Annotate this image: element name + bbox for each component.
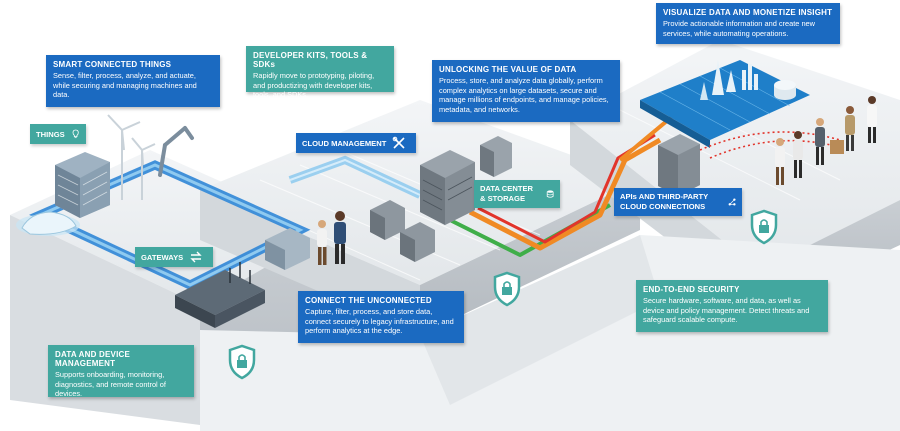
network-icon xyxy=(728,195,736,209)
lightbulb-icon xyxy=(71,127,80,141)
tools-icon xyxy=(392,136,406,150)
tag-apis-third-party: APIs AND THIRD-PARTY CLOUD CONNECTIONS xyxy=(614,188,742,216)
callout-description: Rapidly move to prototyping, piloting, a… xyxy=(253,71,387,100)
lock-shield-icon xyxy=(495,273,519,305)
tag-gateways: GATEWAYS xyxy=(135,247,213,267)
callout-title: DATA AND DEVICE MANAGEMENT xyxy=(55,350,187,368)
callout-visualize-data: VISUALIZE DATA AND MONETIZE INSIGHT Prov… xyxy=(656,3,840,44)
callout-description: Process, store, and analyze data globall… xyxy=(439,76,613,114)
callout-unlocking-value: UNLOCKING THE VALUE OF DATA Process, sto… xyxy=(432,60,620,122)
lock-shield-icon xyxy=(230,346,254,378)
tag-cloud-management: CLOUD MANAGEMENT xyxy=(296,133,416,153)
tag-data-center-storage: DATA CENTER & STORAGE xyxy=(474,180,560,208)
cloud-servers xyxy=(658,134,700,196)
tag-label: CLOUD MANAGEMENT xyxy=(302,139,386,148)
callout-description: Supports onboarding, monitoring, diagnos… xyxy=(55,370,187,399)
callout-smart-connected-things: SMART CONNECTED THINGS Sense, filter, pr… xyxy=(46,55,220,107)
tag-label: APIs AND THIRD-PARTY CLOUD CONNECTIONS xyxy=(620,192,722,212)
callout-title: CONNECT THE UNCONNECTED xyxy=(305,296,457,305)
callout-title: VISUALIZE DATA AND MONETIZE INSIGHT xyxy=(663,8,833,17)
callout-title: DEVELOPER KITS, TOOLS & SDKs xyxy=(253,51,387,69)
callout-title: UNLOCKING THE VALUE OF DATA xyxy=(439,65,613,74)
callout-description: Provide actionable information and creat… xyxy=(663,19,833,38)
callout-connect-unconnected: CONNECT THE UNCONNECTED Capture, filter,… xyxy=(298,291,464,343)
tag-label: THINGS xyxy=(36,130,65,139)
lock-shield-icon xyxy=(752,211,776,243)
database-icon xyxy=(546,187,554,201)
tag-things: THINGS xyxy=(30,124,86,144)
callout-description: Sense, filter, process, analyze, and act… xyxy=(53,71,213,100)
callout-title: END-TO-END SECURITY xyxy=(643,285,821,294)
callout-description: Capture, filter, process, and store data… xyxy=(305,307,457,336)
callout-description: Secure hardware, software, and data, as … xyxy=(643,296,821,325)
callout-data-device-management: DATA AND DEVICE MANAGEMENT Supports onbo… xyxy=(48,345,194,397)
callout-title: SMART CONNECTED THINGS xyxy=(53,60,213,69)
callout-developer-kits: DEVELOPER KITS, TOOLS & SDKs Rapidly mov… xyxy=(246,46,394,92)
tag-label: DATA CENTER & STORAGE xyxy=(480,184,540,204)
tag-label: GATEWAYS xyxy=(141,253,183,262)
gateway-arrows-icon xyxy=(189,250,203,264)
factory-building xyxy=(55,152,110,218)
callout-end-to-end-security: END-TO-END SECURITY Secure hardware, sof… xyxy=(636,280,828,332)
